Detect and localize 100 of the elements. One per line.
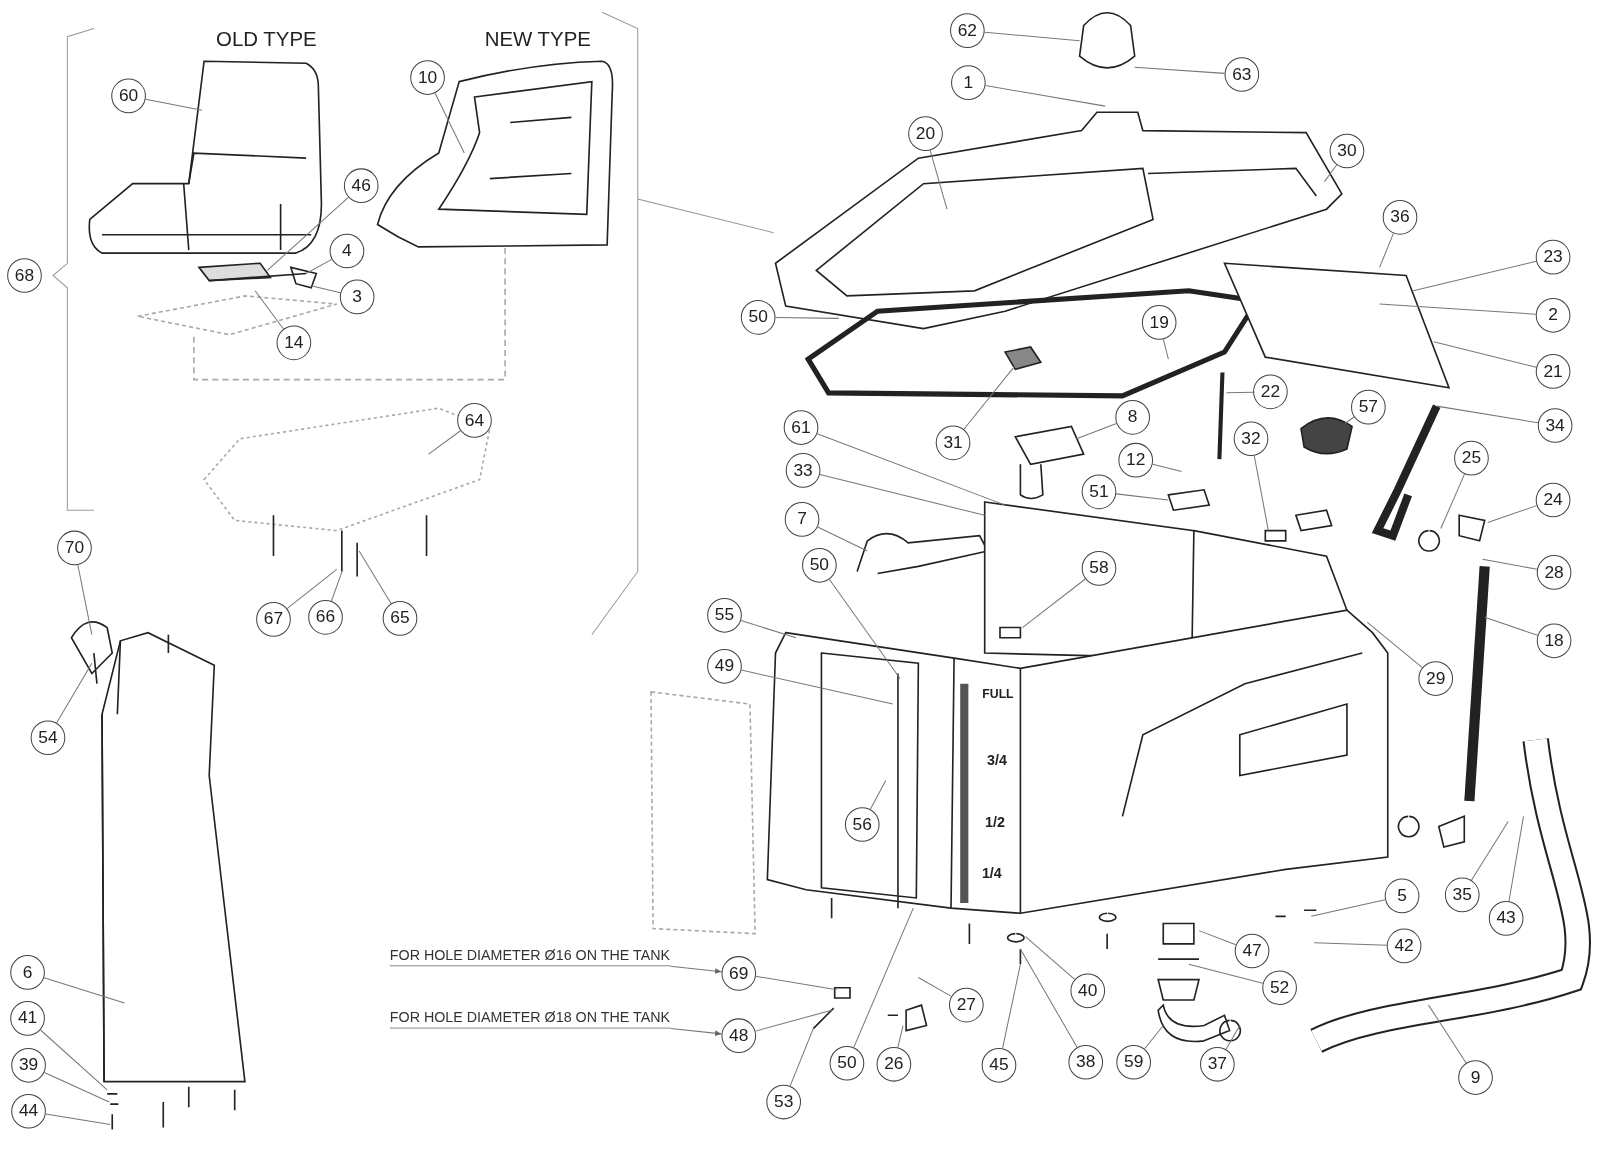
callout-number: 29 <box>1418 661 1454 696</box>
gauge-mark: 3/4 <box>987 752 1007 769</box>
leader-line <box>740 620 797 639</box>
leader-line <box>984 31 1081 42</box>
leader-line <box>817 526 868 552</box>
callout-number: 33 <box>785 453 821 488</box>
callout-number: 1 <box>951 65 986 100</box>
leader-line <box>358 550 392 605</box>
leader-line <box>1225 1025 1241 1050</box>
leader-line <box>1152 463 1183 472</box>
gauge-mark: 1/4 <box>981 864 1002 881</box>
callout-number: 69 <box>721 956 757 991</box>
leader-line <box>1002 963 1021 1049</box>
note-text: FOR HOLE DIAMETER Ø16 ON THE TANK <box>389 946 670 967</box>
callout-number: 57 <box>1351 389 1386 425</box>
callout-number: 20 <box>908 116 943 151</box>
callout-number: 25 <box>1454 440 1489 476</box>
leader-line <box>929 149 948 210</box>
leader-line <box>819 474 986 516</box>
leader-line <box>266 196 349 271</box>
callout-number: 5 <box>1384 878 1420 914</box>
leader-line <box>1115 493 1169 501</box>
callout-number: 36 <box>1382 200 1418 235</box>
leader-line <box>755 975 838 991</box>
callout-number: 50 <box>740 300 776 335</box>
callout-number: 12 <box>1118 442 1154 478</box>
leader-line <box>1412 260 1537 292</box>
leader-line <box>330 568 344 602</box>
callout-number: 9 <box>1458 1060 1493 1095</box>
leader-line <box>917 977 952 997</box>
arrow <box>669 965 723 974</box>
leader-line <box>963 364 1016 430</box>
callout-number: 67 <box>256 602 291 637</box>
leader-line <box>816 433 1006 506</box>
callout-number: 51 <box>1081 474 1117 510</box>
leader-line <box>43 1071 110 1103</box>
leader-line <box>755 1009 833 1032</box>
leader-line <box>775 317 840 319</box>
leader-line <box>1144 1025 1164 1050</box>
leader-line <box>1188 963 1264 984</box>
leader-line <box>1253 455 1269 532</box>
callout-number: 32 <box>1233 421 1269 457</box>
leader-line <box>286 568 338 610</box>
callout-number: 63 <box>1224 57 1260 92</box>
arrow <box>669 1028 723 1037</box>
leader-line <box>1162 338 1169 360</box>
callout-number: 34 <box>1537 408 1573 443</box>
leader-line <box>1484 616 1539 636</box>
leader-line <box>1198 930 1237 946</box>
callout-number: 64 <box>457 403 492 438</box>
callout-number: 7 <box>784 502 820 537</box>
callout-number: 62 <box>950 13 985 48</box>
leader-line <box>1440 473 1465 530</box>
callout-number: 3 <box>339 279 375 315</box>
callout-number: 6 <box>10 955 45 990</box>
callout-number: 4 <box>329 233 365 269</box>
callout-number: 68 <box>7 258 42 293</box>
callout-number: 2 <box>1535 297 1571 333</box>
leader-line <box>434 92 465 154</box>
callout-number: 39 <box>11 1047 46 1083</box>
callout-number: 61 <box>783 410 819 445</box>
callout-number: 26 <box>876 1046 912 1082</box>
callout-number: 18 <box>1536 623 1572 659</box>
leader-line <box>1433 341 1537 368</box>
leader-line <box>43 977 125 1004</box>
callout-number: 48 <box>721 1018 757 1054</box>
callout-number: 35 <box>1444 877 1480 913</box>
callout-number: 43 <box>1488 901 1524 936</box>
type-heading: NEW TYPE <box>484 28 591 52</box>
leader-line <box>1344 416 1355 424</box>
callout-number: 28 <box>1536 555 1572 590</box>
callout-number: 38 <box>1068 1044 1104 1080</box>
gauge-mark: 1/2 <box>984 813 1005 830</box>
leader-line <box>740 669 894 705</box>
callout-number: 10 <box>410 60 445 95</box>
callout-number: 22 <box>1253 374 1288 410</box>
leader-line <box>1428 1004 1467 1064</box>
leader-line <box>1019 948 1078 1048</box>
callout-number: 8 <box>1115 400 1150 435</box>
leader-line <box>45 1113 111 1125</box>
callout-number: 53 <box>766 1084 801 1120</box>
callout-number: 59 <box>1116 1044 1151 1080</box>
callout-number: 45 <box>981 1047 1017 1083</box>
leader-line <box>145 98 203 111</box>
gauge-mark: FULL <box>982 686 1014 701</box>
leader-line <box>1379 232 1394 268</box>
callout-number: 30 <box>1329 133 1365 169</box>
leader-line <box>1508 815 1524 902</box>
leader-line <box>1025 936 1076 980</box>
leader-line <box>1310 899 1386 917</box>
callout-number: 19 <box>1141 305 1177 340</box>
leader-line <box>1324 164 1338 183</box>
leader-line <box>428 430 461 455</box>
callout-number: 50 <box>829 1045 865 1081</box>
callout-number: 27 <box>949 987 984 1023</box>
leader-line <box>254 290 284 330</box>
callout-number: 47 <box>1234 933 1270 969</box>
type-heading: OLD TYPE <box>216 28 317 52</box>
leader-line <box>1487 505 1538 523</box>
callout-number: 31 <box>935 425 971 461</box>
